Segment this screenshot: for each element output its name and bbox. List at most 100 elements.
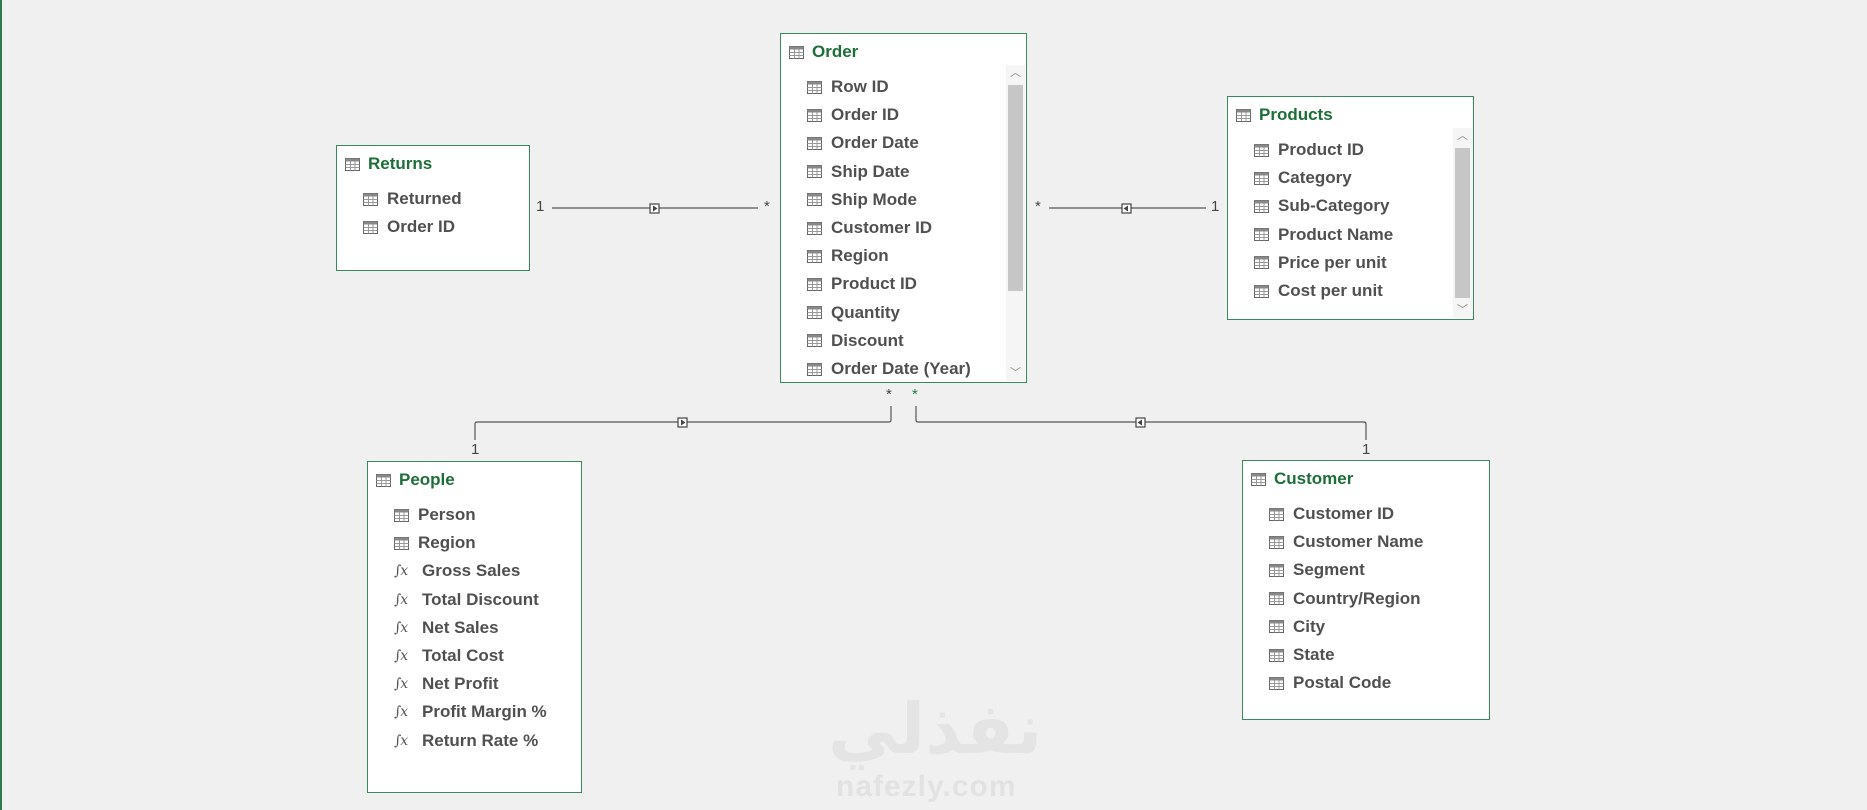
- field-row[interactable]: Order Date: [807, 130, 919, 156]
- table-header[interactable]: Customer: [1251, 467, 1353, 491]
- field-row[interactable]: Cost per unit: [1254, 278, 1383, 304]
- scroll-down-icon[interactable]: ﹀: [1010, 367, 1021, 379]
- table-icon: [1251, 472, 1266, 486]
- field-row[interactable]: Price per unit: [1254, 250, 1387, 276]
- field-row[interactable]: State: [1269, 642, 1335, 668]
- field-row[interactable]: Postal Code: [1269, 670, 1391, 696]
- field-row[interactable]: Country/Region: [1269, 586, 1421, 612]
- column-icon: [363, 192, 378, 206]
- field-name: Total Discount: [422, 589, 539, 609]
- field-row[interactable]: ∫x Total Cost: [394, 643, 504, 669]
- column-icon: [807, 193, 822, 207]
- canvas-left-border: [0, 0, 2, 810]
- field-row[interactable]: Region: [394, 530, 476, 556]
- column-icon: [394, 536, 409, 550]
- field-row[interactable]: Product ID: [1254, 137, 1364, 163]
- field-name: Order Date: [831, 133, 919, 153]
- column-icon: [807, 165, 822, 179]
- cardinality-one: 1: [1362, 441, 1371, 458]
- field-name: Region: [831, 246, 889, 266]
- field-name: Ship Date: [831, 161, 910, 181]
- cardinality-many: *: [1035, 198, 1041, 215]
- scrollbar[interactable]: ︿ ﹀: [1006, 65, 1025, 381]
- field-name: Ship Mode: [831, 189, 917, 209]
- cardinality-one: 1: [471, 441, 480, 458]
- table-title: People: [399, 470, 455, 489]
- column-icon: [807, 80, 822, 94]
- field-row[interactable]: Quantity: [807, 300, 900, 326]
- field-row[interactable]: Ship Mode: [807, 187, 917, 213]
- measure-icon: ∫x: [394, 563, 408, 580]
- field-row[interactable]: Category: [1254, 165, 1352, 191]
- table-header[interactable]: People: [376, 468, 455, 492]
- measure-icon: ∫x: [394, 648, 408, 664]
- scrollbar-thumb[interactable]: [1455, 148, 1470, 298]
- field-name: Product Name: [1278, 224, 1394, 244]
- cardinality-one: 1: [536, 198, 545, 215]
- field-name: Country/Region: [1293, 588, 1421, 608]
- field-name: Product ID: [1278, 140, 1364, 159]
- measure-icon: ∫x: [394, 732, 408, 749]
- field-name: Postal Code: [1293, 673, 1392, 693]
- field-row[interactable]: Row ID: [807, 74, 889, 100]
- scroll-up-icon[interactable]: ︿: [1457, 130, 1468, 142]
- field-row[interactable]: Product Name: [1254, 222, 1393, 248]
- scrollbar-thumb[interactable]: [1008, 85, 1023, 291]
- field-name: Customer ID: [1293, 504, 1395, 523]
- table-title: Order: [812, 42, 859, 61]
- field-row[interactable]: Customer ID: [1269, 501, 1394, 527]
- field-row[interactable]: Customer ID: [807, 215, 932, 241]
- column-icon: [1269, 563, 1284, 577]
- field-name: Order Date (Year): [831, 359, 971, 378]
- table-header[interactable]: Order: [789, 40, 858, 64]
- field-row[interactable]: Product ID: [807, 271, 917, 297]
- field-name: Discount: [831, 330, 904, 350]
- cardinality-many: *: [764, 198, 770, 215]
- field-name: State: [1293, 645, 1335, 664]
- scroll-down-icon[interactable]: ﹀: [1457, 304, 1468, 316]
- field-name: Price per unit: [1278, 252, 1387, 272]
- column-icon: [807, 108, 822, 122]
- column-icon: [1269, 592, 1284, 606]
- field-row[interactable]: Segment: [1269, 557, 1365, 583]
- field-name: Net Sales: [422, 617, 499, 637]
- field-row[interactable]: Region: [807, 243, 889, 269]
- table-header[interactable]: Products: [1236, 103, 1333, 127]
- field-row[interactable]: Order ID: [807, 102, 899, 128]
- field-name: Cost per unit: [1278, 281, 1383, 300]
- field-row[interactable]: Ship Date: [807, 159, 909, 185]
- field-name: Gross Sales: [422, 561, 521, 581]
- field-name: City: [1293, 616, 1326, 636]
- field-name: Product ID: [831, 274, 917, 294]
- scrollbar[interactable]: ︿ ﹀: [1453, 128, 1472, 318]
- field-name: Order ID: [387, 217, 456, 237]
- field-row[interactable]: Order ID: [363, 214, 455, 240]
- field-row[interactable]: City: [1269, 614, 1325, 640]
- field-name: Total Cost: [422, 646, 504, 665]
- field-name: Quantity: [831, 302, 900, 322]
- field-row[interactable]: Returned: [363, 186, 462, 212]
- table-title: Customer: [1274, 469, 1354, 488]
- table-header[interactable]: Returns: [345, 152, 432, 176]
- field-name: Sub-Category: [1278, 196, 1390, 216]
- field-row[interactable]: Customer Name: [1269, 529, 1423, 555]
- column-icon: [807, 306, 822, 320]
- field-row[interactable]: Discount: [807, 328, 904, 354]
- scroll-up-icon[interactable]: ︿: [1010, 67, 1021, 79]
- field-row[interactable]: Order Date (Year): [807, 356, 971, 382]
- field-row[interactable]: ∫x Gross Sales: [394, 558, 520, 584]
- table-title: Products: [1259, 105, 1333, 124]
- field-row[interactable]: Sub-Category: [1254, 193, 1389, 219]
- column-icon: [1254, 284, 1269, 298]
- field-row[interactable]: Person: [394, 502, 476, 528]
